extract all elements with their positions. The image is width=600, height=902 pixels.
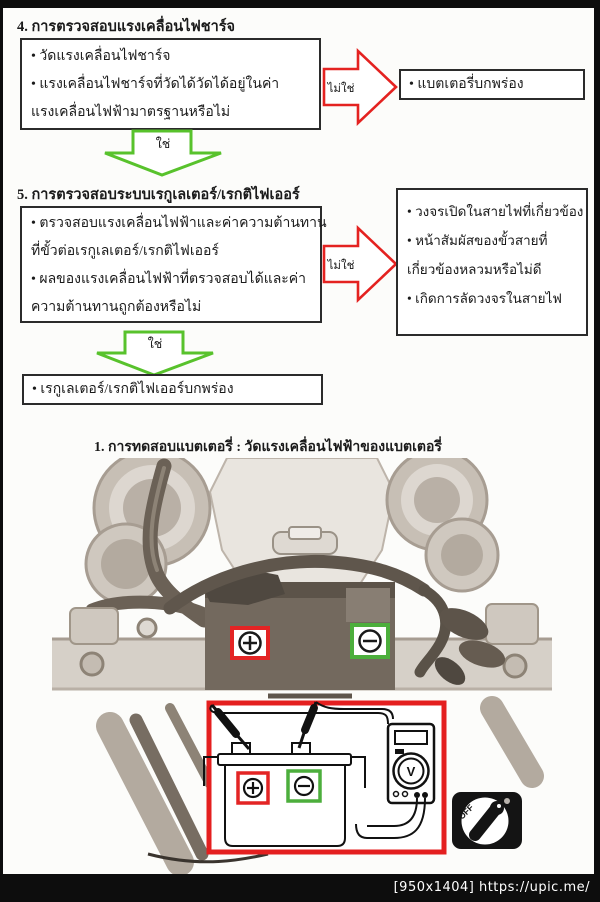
- step4-line-2: • แรงเคลื่อนไฟชาร์จที่วัดได้วัดได้อยู่ใน…: [31, 77, 280, 92]
- minus-circle-icon: [293, 775, 315, 797]
- no-arrow-shape: [322, 224, 398, 304]
- lower-frame: [96, 696, 544, 874]
- battery-test-inset: V: [203, 700, 447, 855]
- right-muffler: [385, 458, 500, 593]
- step5-no-result-box: • วงจรเปิดในสายไฟที่เกี่ยวข้อง • หน้าสัม…: [396, 188, 588, 336]
- step5-no-line-3: เกี่ยวข้องหลวมหรือไม่ดี: [407, 262, 542, 277]
- hoses: [85, 458, 212, 628]
- step5-no-line-4: • เกิดการลัดวงจรในสายไฟ: [407, 291, 562, 306]
- inset-positive-marker: [236, 771, 270, 805]
- bolt: [79, 651, 105, 677]
- page-border-right: [594, 0, 600, 902]
- step4-line-1: • วัดแรงเคลื่อนไฟชาร์จ: [31, 49, 171, 64]
- step5-line-2: ที่ขั้วต่อเรกูเลเตอร์/เรกติไฟเออร์: [31, 244, 219, 259]
- negative-terminal-marker: [350, 623, 390, 659]
- yes-arrow-label: ใช่: [148, 337, 163, 351]
- voltmeter-display: [394, 730, 428, 745]
- step5-line-3: • ผลของแรงเคลื่อนไฟฟ้าที่ตรวจสอบได้และค่…: [31, 272, 307, 287]
- positive-terminal-marker: [230, 626, 270, 660]
- motorcycle-battery-illustration: V: [52, 458, 552, 874]
- watermark-bar: [950x1404] https://upic.me/: [0, 874, 600, 902]
- yes-arrow-label: ใช่: [156, 137, 171, 151]
- step4-no-result-text: • แบตเตอรี่บกพร่อง: [409, 77, 524, 92]
- no-arrow-shape: [322, 47, 398, 127]
- ignition-off-icon: OFF: [452, 792, 522, 849]
- voltmeter-label: V: [407, 764, 416, 779]
- yes-arrow-step5: ใช่: [96, 330, 214, 377]
- step5-line-1: • ตรวจสอบแรงเคลื่อนไฟฟ้าและค่าความต้านทา…: [31, 216, 327, 231]
- minus-circle-icon: [358, 629, 382, 653]
- step4-no-result-box: • แบตเตอรี่บกพร่อง: [399, 69, 585, 100]
- figure-caption: 1. การทดสอบแบตเตอรี่ : วัดแรงเคลื่อนไฟฟ้…: [94, 440, 442, 455]
- step5-no-line-2: • หน้าสัมผัสของขั้วสายที่: [407, 233, 548, 248]
- plus-circle-icon: [238, 631, 262, 655]
- step4-check-box: • วัดแรงเคลื่อนไฟชาร์จ • แรงเคลื่อนไฟชาร…: [20, 38, 321, 130]
- step5-check-box: • ตรวจสอบแรงเคลื่อนไฟฟ้าและค่าความต้านทา…: [20, 206, 327, 323]
- bolt: [502, 653, 528, 679]
- step4-line-3: แรงเคลื่อนไฟฟ้ามาตรฐานหรือไม่: [31, 105, 231, 120]
- yes-arrow-shape: [96, 330, 214, 377]
- no-arrow-step5: ไม่ใช่: [322, 224, 398, 304]
- watermark-text: [950x1404] https://upic.me/: [393, 880, 590, 895]
- yes-arrow-step4: ใช่: [104, 129, 222, 177]
- step5-no-line-1: • วงจรเปิดในสายไฟที่เกี่ยวข้อง: [407, 204, 584, 219]
- no-arrow-step4: ไม่ใช่: [322, 47, 398, 127]
- voltmeter: V: [355, 722, 436, 839]
- no-arrow-label: ไม่ใช่: [327, 82, 355, 95]
- test-probes: [210, 701, 318, 750]
- inset-negative-marker: [286, 769, 322, 803]
- step5-yes-result-text: • เรกูเลเตอร์/เรกติไฟเออร์บกพร่อง: [32, 382, 234, 397]
- page-border-top: [0, 0, 600, 8]
- page-border-left: [0, 0, 3, 902]
- bolt: [136, 617, 158, 639]
- key-icon: [469, 804, 501, 841]
- step5-line-4: ความต้านทานถูกต้องหรือไม่: [31, 300, 202, 315]
- no-arrow-label: ไม่ใช่: [327, 259, 355, 272]
- plus-circle-icon: [242, 777, 264, 799]
- step5-yes-result-box: • เรกูเลเตอร์/เรกติไฟเออร์บกพร่อง: [22, 374, 323, 405]
- inset-battery-top: [217, 753, 352, 766]
- step5-title: 5. การตรวจสอบระบบเรกูเลเตอร์/เรกติไฟเออร…: [17, 187, 300, 203]
- step4-title: 4. การตรวจสอบแรงเคลื่อนไฟชาร์จ: [17, 19, 236, 35]
- yes-arrow-shape: [104, 129, 222, 177]
